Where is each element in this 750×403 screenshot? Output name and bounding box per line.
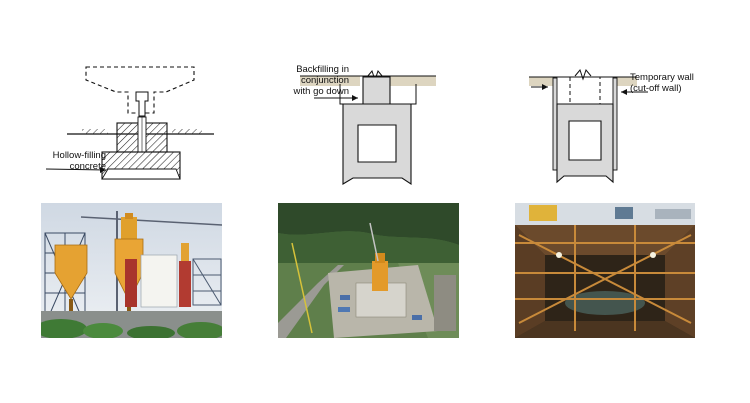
dashed-column — [569, 77, 601, 106]
label-line: Hollow-filling — [52, 150, 106, 161]
anchor-post — [135, 91, 149, 117]
photo-excavation-pit — [515, 203, 695, 338]
temporary-wall-right — [612, 77, 618, 171]
temporary-wall-left — [552, 77, 558, 171]
hollow-caisson — [556, 103, 614, 184]
panel-hollow-footing — [45, 66, 214, 180]
hollow-filling-arrow — [45, 168, 107, 171]
plant-illustration — [41, 203, 222, 338]
panel-backfilled-footing — [300, 69, 436, 186]
label-line: concrete — [69, 161, 106, 172]
label-line: Temporary wall — [630, 72, 694, 83]
ground-hatch-left — [82, 129, 108, 134]
backfilling-label: Backfilling in conjunction with go down — [277, 64, 349, 97]
arrow-head — [100, 167, 106, 173]
break-mark — [574, 68, 592, 81]
ground-band-left — [529, 77, 555, 86]
temporary-wall-label: Temporary wall (cut-off wall) — [630, 72, 694, 94]
ground-band-right — [615, 77, 637, 86]
ground-band-left — [300, 76, 360, 86]
hollow-filling-label: Hollow-filling concrete — [34, 150, 106, 172]
aerial-site-illustration — [278, 203, 459, 338]
label-line: (cut-off wall) — [630, 83, 682, 94]
dashed-pier-head — [85, 66, 195, 114]
arrow-head — [352, 95, 358, 101]
hollow-caisson — [342, 103, 412, 186]
ground-band-right — [390, 76, 436, 86]
panel-temporary-wall-footing — [529, 68, 648, 184]
photo-plant — [41, 203, 222, 338]
excavation-pit-illustration — [515, 203, 695, 338]
photo-aerial-site — [278, 203, 459, 338]
arrow-head — [542, 84, 548, 90]
label-line: with go down — [293, 86, 349, 97]
hollow-filling-core — [101, 168, 181, 180]
label-line: conjunction — [300, 75, 349, 86]
arrow-head — [621, 89, 627, 95]
ground-hatch-right — [172, 129, 202, 134]
label-line: Backfilling in — [296, 64, 349, 75]
